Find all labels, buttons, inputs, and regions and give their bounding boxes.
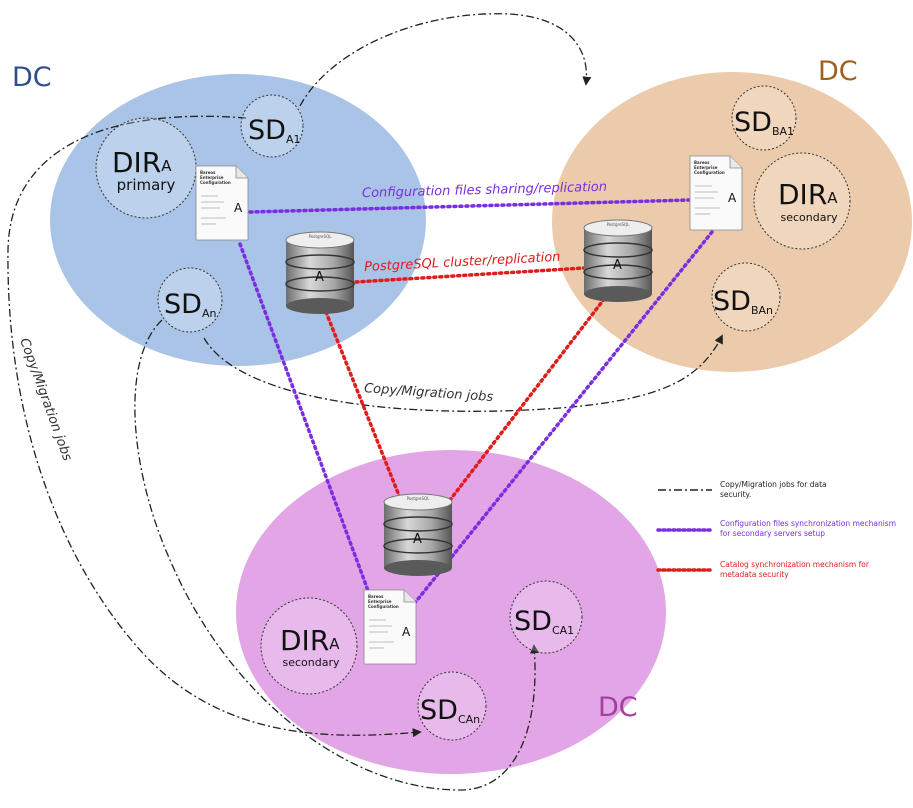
svg-text:Bareos: Bareos — [200, 170, 216, 175]
config-document-icon-a: Bareos Enterprise Configuration A — [195, 165, 249, 241]
svg-text:Configuration: Configuration — [368, 604, 399, 609]
director-secondary-c: DIRA secondary — [260, 597, 358, 695]
svg-text:Enterprise: Enterprise — [200, 175, 224, 180]
svg-text:PostgreSQL: PostgreSQL — [407, 496, 431, 501]
director-primary: DIRA primary — [95, 117, 197, 219]
datacenter-regions — [50, 72, 912, 774]
storage-daemon-sd-ban: SDBAn — [711, 262, 781, 332]
storage-daemon-sd-can: SDCAn — [417, 671, 487, 741]
svg-text:A: A — [234, 201, 243, 215]
catalog-line-a-to-c — [324, 310, 402, 500]
svg-text:Configuration: Configuration — [200, 180, 231, 185]
config-line-a-to-c — [238, 242, 372, 598]
svg-text:Catalog synchronization mechan: Catalog synchronization mechanism for — [720, 560, 870, 569]
svg-text:PostgreSQL: PostgreSQL — [309, 234, 333, 239]
svg-text:A: A — [315, 270, 324, 285]
svg-text:DIRA: DIRA — [280, 624, 340, 657]
svg-text:DIRA: DIRA — [112, 146, 172, 179]
datacenter-c-label: DC — [598, 692, 638, 723]
config-document-icon-b: Bareos Enterprise Configuration A — [689, 155, 743, 231]
svg-text:SDBAn: SDBAn — [713, 286, 773, 317]
svg-text:SDCAn: SDCAn — [420, 695, 480, 726]
svg-text:Configuration files synchroniz: Configuration files synchronization mech… — [720, 519, 896, 528]
svg-text:SDAn: SDAn — [164, 289, 216, 320]
catalog-line-b-to-c — [448, 292, 610, 502]
svg-text:primary: primary — [117, 176, 176, 194]
director-secondary-b: DIRA secondary — [753, 152, 851, 250]
copy-migration-middle-label: Copy/Migration jobs — [364, 381, 494, 405]
svg-text:A: A — [413, 532, 422, 547]
legend-item-copy-migration: Copy/Migration jobs for data security. — [658, 480, 827, 499]
datacenter-b-label: DC — [818, 56, 858, 87]
svg-text:SDCA1: SDCA1 — [514, 606, 574, 637]
svg-text:Bareos: Bareos — [368, 594, 384, 599]
copy-migration-left-label: Copy/Migration jobs — [16, 336, 74, 463]
legend: Copy/Migration jobs for data security. C… — [656, 480, 896, 579]
storage-daemon-sd-ba1: SDBA1 — [731, 85, 797, 151]
copy-path-a1-to-can — [7, 115, 422, 738]
svg-text:A: A — [402, 625, 411, 639]
svg-text:Enterprise: Enterprise — [694, 165, 718, 170]
database-icon-a: PostgreSQL A — [285, 231, 355, 314]
copy-path-a1-to-ba1 — [299, 13, 592, 107]
copy-migration-paths — [7, 13, 723, 791]
svg-text:SDA1: SDA1 — [248, 115, 300, 146]
config-line-a-to-b — [248, 198, 692, 214]
config-sharing-label: Configuration files sharing/replication — [362, 180, 607, 201]
database-icon-b: PostgreSQL A — [583, 219, 653, 302]
copy-path-an-to-ban — [203, 334, 723, 412]
storage-daemon-sd-an: SDAn — [157, 267, 223, 333]
svg-text:Configuration: Configuration — [694, 170, 725, 175]
config-line-b-to-c — [412, 230, 714, 606]
svg-text:Copy/Migration jobs for data: Copy/Migration jobs for data — [720, 480, 827, 489]
svg-text:secondary: secondary — [780, 211, 837, 224]
storage-daemon-sd-a1: SDA1 — [240, 94, 304, 158]
svg-text:SDBA1: SDBA1 — [734, 107, 794, 138]
legend-item-config-sync: Configuration files synchronization mech… — [656, 519, 896, 538]
svg-text:Bareos: Bareos — [694, 160, 710, 165]
svg-text:metadata security: metadata security — [720, 570, 789, 579]
svg-text:PostgreSQL: PostgreSQL — [607, 222, 631, 227]
catalog-sync-lines — [324, 266, 610, 502]
svg-text:DIRA: DIRA — [778, 178, 838, 211]
svg-text:secondary: secondary — [282, 656, 339, 669]
svg-text:for secondary servers setup: for secondary servers setup — [720, 529, 825, 538]
datacenter-a-label: DC — [12, 62, 52, 93]
svg-text:A: A — [728, 191, 737, 205]
copy-path-an-to-ca1 — [134, 319, 540, 791]
legend-item-catalog-sync: Catalog synchronization mechanism for me… — [656, 560, 870, 579]
svg-text:security.: security. — [720, 490, 751, 499]
svg-text:A: A — [613, 258, 622, 273]
config-document-icon-c: Bareos Enterprise Configuration A — [363, 589, 417, 665]
storage-daemon-sd-ca1: SDCA1 — [509, 580, 583, 654]
svg-text:Enterprise: Enterprise — [368, 599, 392, 604]
catalog-line-a-to-b — [354, 266, 586, 284]
config-sync-lines — [238, 198, 714, 606]
datacenter-c-region — [236, 450, 666, 774]
database-icon-c: PostgreSQL A — [383, 493, 453, 576]
